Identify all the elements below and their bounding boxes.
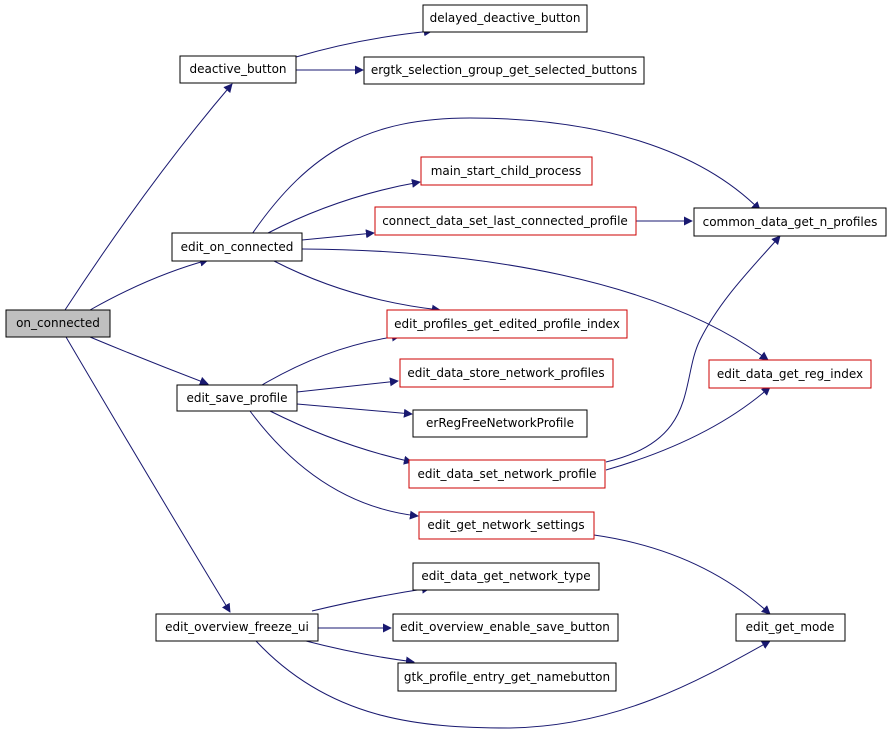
node-edit_on_connected[interactable]: edit_on_connected (171, 232, 303, 262)
node-label-main_start_child_process: main_start_child_process (431, 164, 582, 178)
node-label-edit_profiles_get_edited_profile_index: edit_profiles_get_edited_profile_index (394, 317, 620, 331)
edge-on_connected-edit_overview_freeze_ui (65, 336, 231, 613)
node-label-ergtk: ergtk_selection_group_get_selected_butto… (371, 63, 637, 77)
edge-edit_save_profile-edit_data_store_network_profiles (296, 377, 399, 393)
edge-edit_get_network_settings-edit_get_mode (593, 534, 771, 615)
node-label-edit_overview_freeze_ui: edit_overview_freeze_ui (165, 620, 309, 634)
node-edit_profiles_get_edited_profile_index[interactable]: edit_profiles_get_edited_profile_index (386, 309, 628, 339)
node-gtk_profile_entry_get_namebutton[interactable]: gtk_profile_entry_get_namebutton (397, 662, 617, 692)
node-label-edit_save_profile: edit_save_profile (186, 391, 287, 405)
edge-deactive_button-delayed_deactive_button (295, 27, 433, 58)
node-label-edit_data_get_reg_index: edit_data_get_reg_index (717, 367, 863, 381)
edge-on_connected-edit_save_profile (89, 336, 209, 386)
edge-edit_data_set_network_profile-common_data_get_n_profiles (605, 235, 781, 463)
edge-edit_save_profile-edit_get_network_settings (249, 410, 419, 520)
edge-edit_on_connected-edit_data_get_reg_index (301, 248, 769, 361)
edge-edit_save_profile-erRegFreeNetworkProfile (296, 403, 413, 418)
node-deactive_button[interactable]: deactive_button (179, 55, 297, 84)
node-main_start_child_process[interactable]: main_start_child_process (420, 156, 593, 186)
node-label-edit_data_set_network_profile: edit_data_set_network_profile (417, 467, 596, 481)
node-label-on_connected: on_connected (16, 316, 100, 330)
edge-edit_overview_freeze_ui-edit_get_mode (255, 640, 771, 729)
node-edit_overview_freeze_ui[interactable]: edit_overview_freeze_ui (155, 613, 319, 642)
node-edit_get_mode[interactable]: edit_get_mode (735, 613, 846, 642)
node-label-erRegFreeNetworkProfile: erRegFreeNetworkProfile (426, 416, 574, 430)
node-label-edit_get_network_settings: edit_get_network_settings (427, 518, 584, 532)
node-label-gtk_profile_entry_get_namebutton: gtk_profile_entry_get_namebutton (404, 670, 610, 684)
node-label-delayed_deactive_button: delayed_deactive_button (430, 11, 581, 25)
edge-edit_overview_freeze_ui-edit_data_get_network_type (311, 584, 431, 612)
node-label-edit_overview_enable_save_button: edit_overview_enable_save_button (400, 620, 610, 634)
node-delayed_deactive_button[interactable]: delayed_deactive_button (422, 4, 588, 33)
node-label-edit_data_store_network_profiles: edit_data_store_network_profiles (407, 366, 604, 380)
node-connect_data_set_last_connected_profile[interactable]: connect_data_set_last_connected_profile (374, 206, 637, 236)
node-on_connected[interactable]: on_connected (5, 309, 111, 338)
node-edit_data_get_reg_index[interactable]: edit_data_get_reg_index (708, 359, 872, 389)
node-label-deactive_button: deactive_button (189, 62, 286, 76)
node-edit_save_profile[interactable]: edit_save_profile (176, 384, 298, 412)
edge-on_connected-edit_on_connected (89, 257, 209, 311)
edge-edit_on_connected-common_data_get_n_profiles (251, 117, 761, 235)
node-label-edit_on_connected: edit_on_connected (181, 240, 294, 254)
node-common_data_get_n_profiles[interactable]: common_data_get_n_profiles (693, 207, 887, 237)
node-ergtk_selection_group_get_selected_buttons[interactable]: ergtk_selection_group_get_selected_butto… (363, 56, 645, 85)
edge-edit_on_connected-edit_profiles_get_edited_profile_index (273, 260, 441, 314)
edge-on_connected-deactive_button (64, 83, 233, 311)
edge-edit_overview_freeze_ui-gtk_profile_entry_get_namebutton (305, 640, 415, 666)
edge-edit_on_connected-connect_data (301, 229, 375, 241)
node-label-connect_data: connect_data_set_last_connected_profile (382, 214, 628, 228)
edge-edit_save_profile-edit_data_set_network_profile (269, 410, 413, 465)
node-edit_data_get_network_type[interactable]: edit_data_get_network_type (412, 562, 600, 591)
node-label-edit_data_get_network_type: edit_data_get_network_type (421, 569, 590, 583)
edge-edit_data_set_network_profile-edit_data_get_reg_index (605, 386, 771, 471)
node-edit_data_store_network_profiles[interactable]: edit_data_store_network_profiles (399, 358, 614, 388)
edge-edit_save_profile-edit_profiles_get_edited_profile_index (261, 332, 401, 386)
node-label-common_data_get_n_profiles: common_data_get_n_profiles (703, 215, 878, 229)
node-label-edit_get_mode: edit_get_mode (746, 620, 835, 634)
node-edit_get_network_settings[interactable]: edit_get_network_settings (418, 511, 595, 540)
node-edit_overview_enable_save_button[interactable]: edit_overview_enable_save_button (392, 613, 619, 642)
node-edit_data_set_network_profile[interactable]: edit_data_set_network_profile (408, 459, 606, 489)
edge-edit_on_connected-main_start_child_process (267, 178, 421, 234)
node-erRegFreeNetworkProfile[interactable]: erRegFreeNetworkProfile (412, 409, 588, 438)
